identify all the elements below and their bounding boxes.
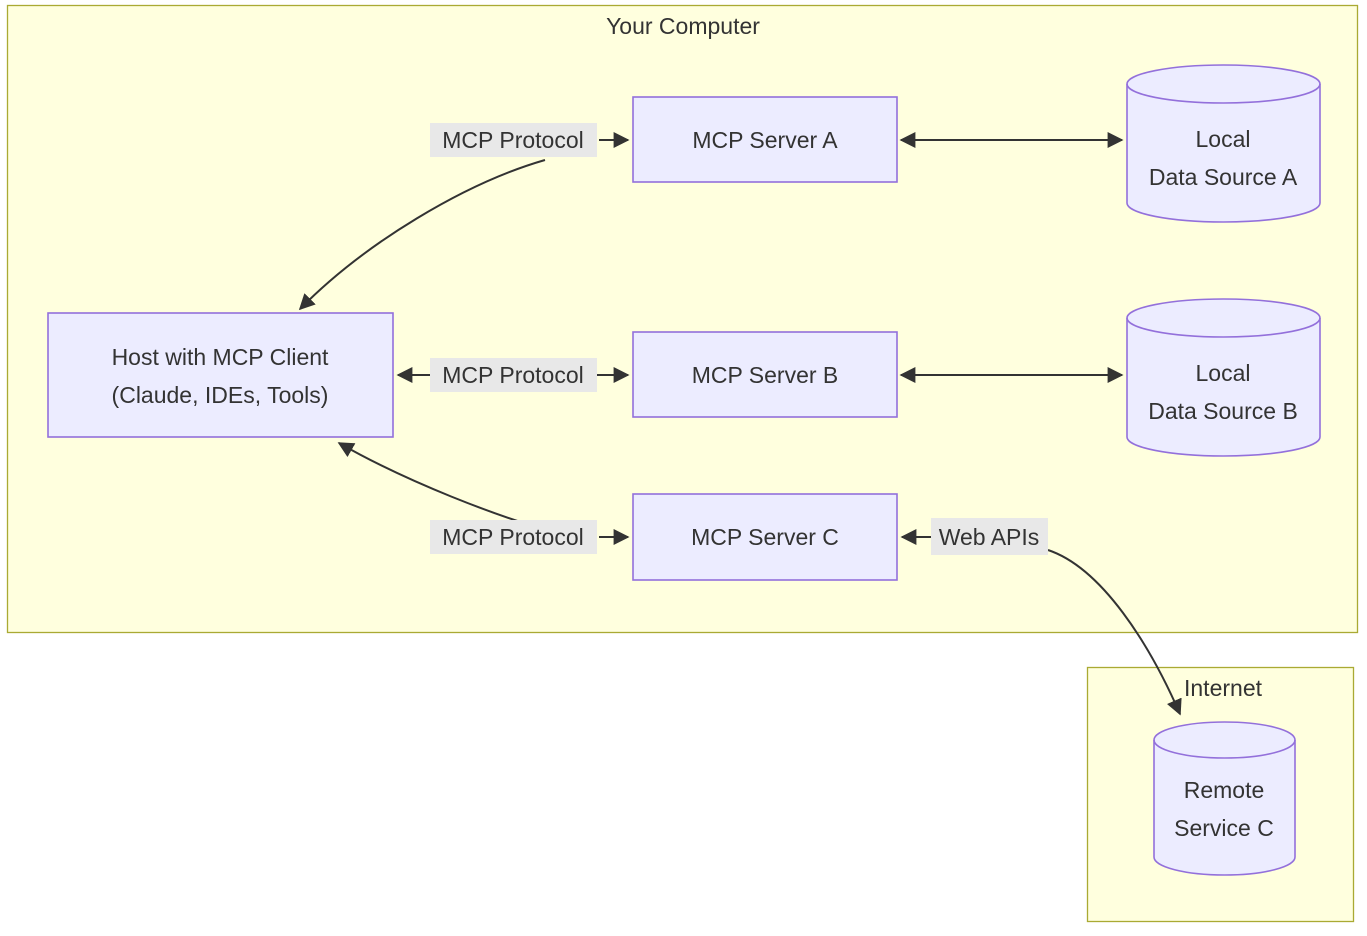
edge-label-protocol-c: MCP Protocol [442, 524, 583, 550]
data-source-b-cylinder-rim [1126, 317, 1321, 338]
data-source-b-cylinder [1126, 298, 1321, 457]
mcp-server-b-label: MCP Server B [692, 362, 839, 388]
edge-host-server-a-curve [298, 159, 546, 311]
host-box [47, 312, 394, 438]
node-local-data-source-a: Local Data Source A [1126, 64, 1321, 223]
node-mcp-server-b: MCP Server B [632, 331, 898, 418]
internet-title: Internet [1184, 675, 1263, 701]
data-source-a-cylinder-rim [1126, 83, 1321, 104]
data-source-b-label-line2: Data Source B [1148, 398, 1298, 424]
edge-label-bg-protocol-b [430, 358, 597, 392]
mcp-server-c-box [632, 493, 898, 581]
data-source-a-label-line1: Local [1196, 126, 1251, 152]
your-computer-title: Your Computer [606, 13, 760, 39]
edge-label-web-apis: Web APIs [939, 524, 1040, 550]
remote-service-c-label-line1: Remote [1184, 777, 1265, 803]
edge-label-protocol-a: MCP Protocol [442, 127, 583, 153]
edge-label-protocol-b: MCP Protocol [442, 362, 583, 388]
mcp-server-b-box [632, 331, 898, 418]
edge-label-bg-web-apis [931, 518, 1048, 555]
mcp-server-c-label: MCP Server C [691, 524, 839, 550]
host-label-line1: Host with MCP Client [112, 344, 329, 370]
remote-service-c-cylinder [1153, 721, 1296, 876]
node-mcp-server-a: MCP Server A [632, 96, 898, 183]
edge-label-bg-protocol-a [430, 123, 597, 157]
data-source-a-cylinder [1126, 64, 1321, 223]
data-source-a-label-line2: Data Source A [1149, 164, 1298, 190]
remote-service-c-cylinder-rim [1153, 739, 1296, 759]
node-remote-service-c: Remote Service C [1153, 721, 1296, 876]
mcp-server-a-box [632, 96, 898, 183]
data-source-b-label-line1: Local [1196, 360, 1251, 386]
edge-label-bg-protocol-c [430, 520, 597, 554]
host-label-line2: (Claude, IDEs, Tools) [112, 382, 329, 408]
node-mcp-server-c: MCP Server C [632, 493, 898, 581]
mcp-server-a-label: MCP Server A [692, 127, 838, 153]
edge-web-apis-to-remote-service [1047, 549, 1182, 716]
node-host: Host with MCP Client (Claude, IDEs, Tool… [47, 312, 394, 438]
remote-service-c-label-line2: Service C [1174, 815, 1274, 841]
node-local-data-source-b: Local Data Source B [1126, 298, 1321, 457]
edge-labels: MCP Protocol MCP Protocol MCP Protocol W… [430, 123, 1048, 555]
